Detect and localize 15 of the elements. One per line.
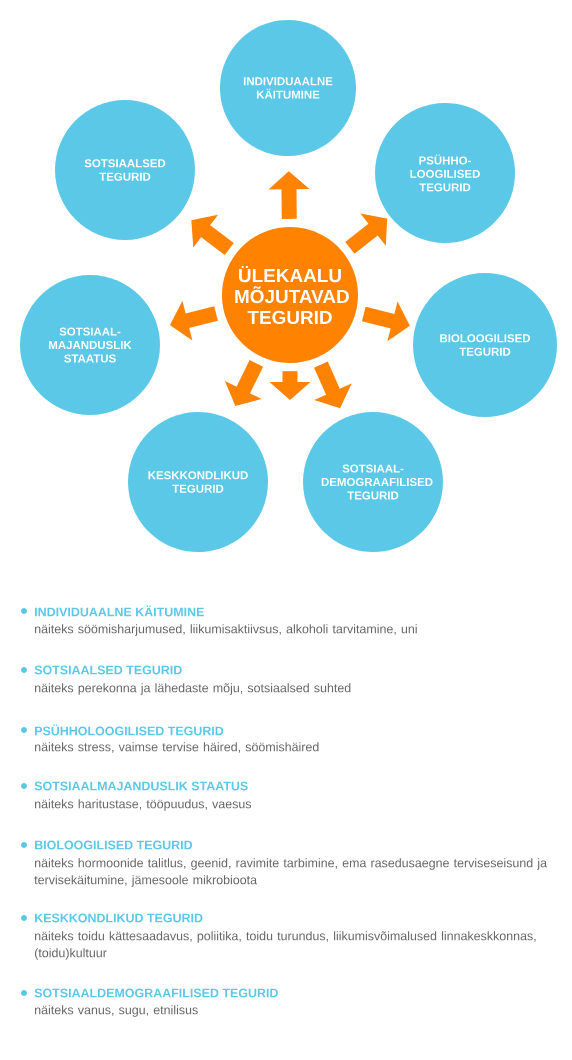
description: näiteks vanus, sugu, etnilisus bbox=[35, 1005, 198, 1017]
heading: SOTSIAALSED TEGURID bbox=[34, 665, 182, 675]
description: näiteks hormoonide talitlus, geenid, ravimite tarbimine, ema rasedusaegne terviseseisund ja tervisekäitumine, jämesoole mikrobioota bbox=[34, 858, 547, 887]
heading: KESKKONDLIKUD TEGURID bbox=[35, 913, 203, 923]
description: näiteks stress, vaimse tervise häired, söömishäired bbox=[35, 742, 319, 753]
heading: BIOLOOGILISED TEGURID bbox=[35, 840, 193, 850]
description: näiteks perekonna ja lähedaste mõju, sotsiaalsed suhted bbox=[35, 683, 351, 695]
description: näiteks toidu kättesaadavus, poliitika, toidu turundus, liikumisvõimalused linnakeskkonnas, (toidu)kultuur bbox=[34, 931, 536, 960]
heading: SOTSIAALMAJANDUSLIK STAATUS bbox=[34, 781, 248, 791]
heading: SOTSIAALDEMOGRAAFILISED TEGURID bbox=[34, 988, 278, 998]
heading: PSÜHHOLOOGILISED TEGURID bbox=[35, 724, 224, 736]
heading: INDIVIDUAALNE KÄITUMINE bbox=[35, 605, 204, 617]
arrow bbox=[345, 213, 388, 254]
description: näiteks haritustase, tööpuudus, vaesus bbox=[35, 799, 252, 811]
description: näiteks söömisharjumused, liikumisaktiivsus, alkoholi tarvitamine, uni bbox=[35, 624, 417, 636]
